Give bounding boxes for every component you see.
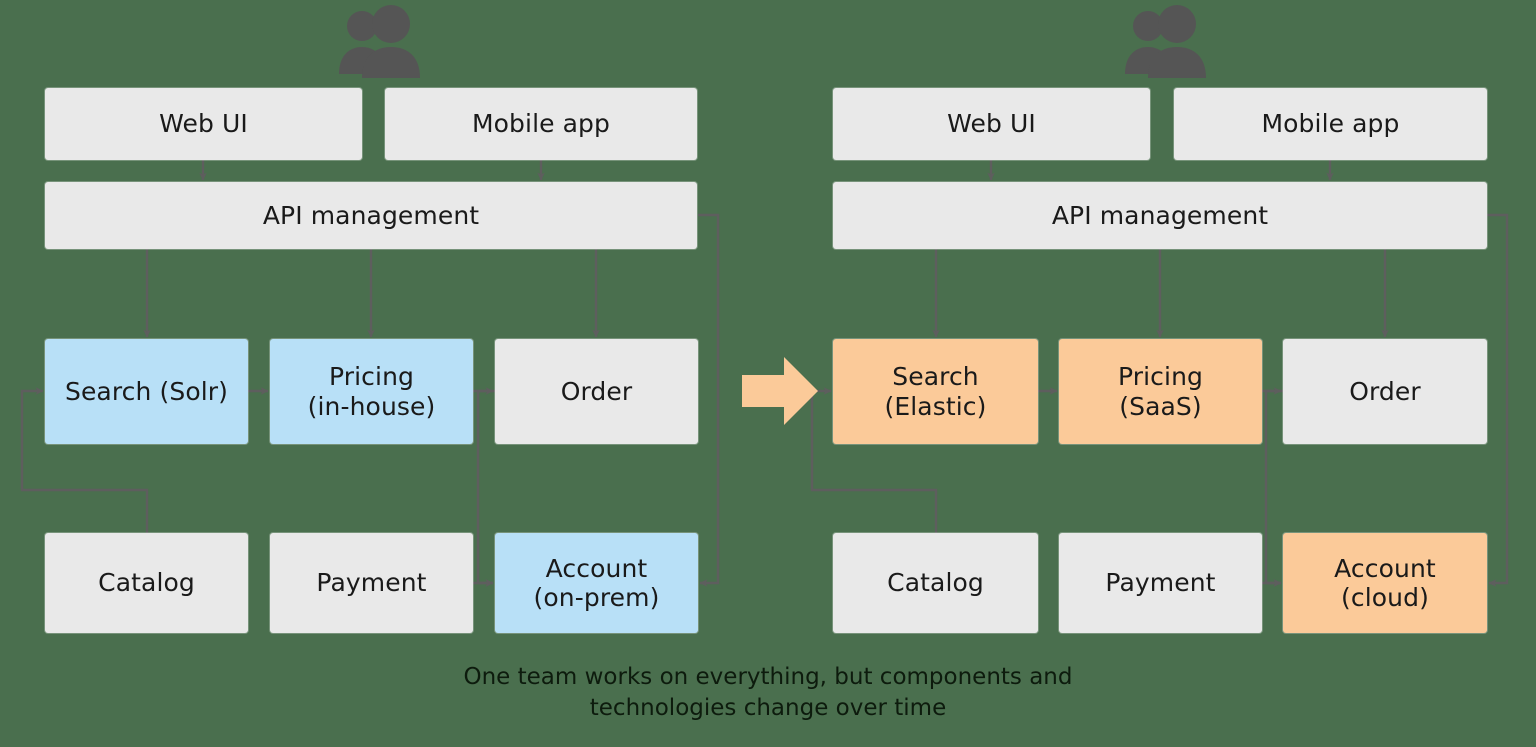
box-web-ui[interactable]: Web UI	[45, 88, 362, 160]
box-mobile-app[interactable]: Mobile app	[385, 88, 697, 160]
wire-api-to-account-right	[1487, 213, 1509, 587]
two-people-icon	[1125, 5, 1206, 78]
box-pricing[interactable]: Pricing (in-house)	[270, 339, 473, 444]
wire-order-to-account-right	[1264, 389, 1283, 587]
box-api-management[interactable]: API management	[45, 182, 697, 249]
box-pricing-after[interactable]: Pricing (SaaS)	[1059, 339, 1262, 444]
box-order[interactable]: Order	[495, 339, 698, 444]
box-web-ui-after[interactable]: Web UI	[833, 88, 1150, 160]
diagram-caption: One team works on everything, but compon…	[463, 664, 1073, 722]
box-catalog[interactable]: Catalog	[45, 533, 248, 633]
box-account[interactable]: Account (on-prem)	[495, 533, 698, 633]
box-mobile-app-after[interactable]: Mobile app	[1174, 88, 1487, 160]
box-api-management-after[interactable]: API management	[833, 182, 1487, 249]
box-search-after[interactable]: Search (Elastic)	[833, 339, 1038, 444]
wire-order-to-account-left	[476, 389, 495, 587]
box-payment[interactable]: Payment	[270, 533, 473, 633]
right-block-arrow-icon	[742, 357, 818, 425]
box-account-after[interactable]: Account (cloud)	[1283, 533, 1487, 633]
box-order-after[interactable]: Order	[1283, 339, 1487, 444]
box-search[interactable]: Search (Solr)	[45, 339, 248, 444]
box-payment-after[interactable]: Payment	[1059, 533, 1262, 633]
wire-api-to-account-left	[698, 213, 720, 587]
box-catalog-after[interactable]: Catalog	[833, 533, 1038, 633]
two-people-icon	[339, 5, 420, 78]
